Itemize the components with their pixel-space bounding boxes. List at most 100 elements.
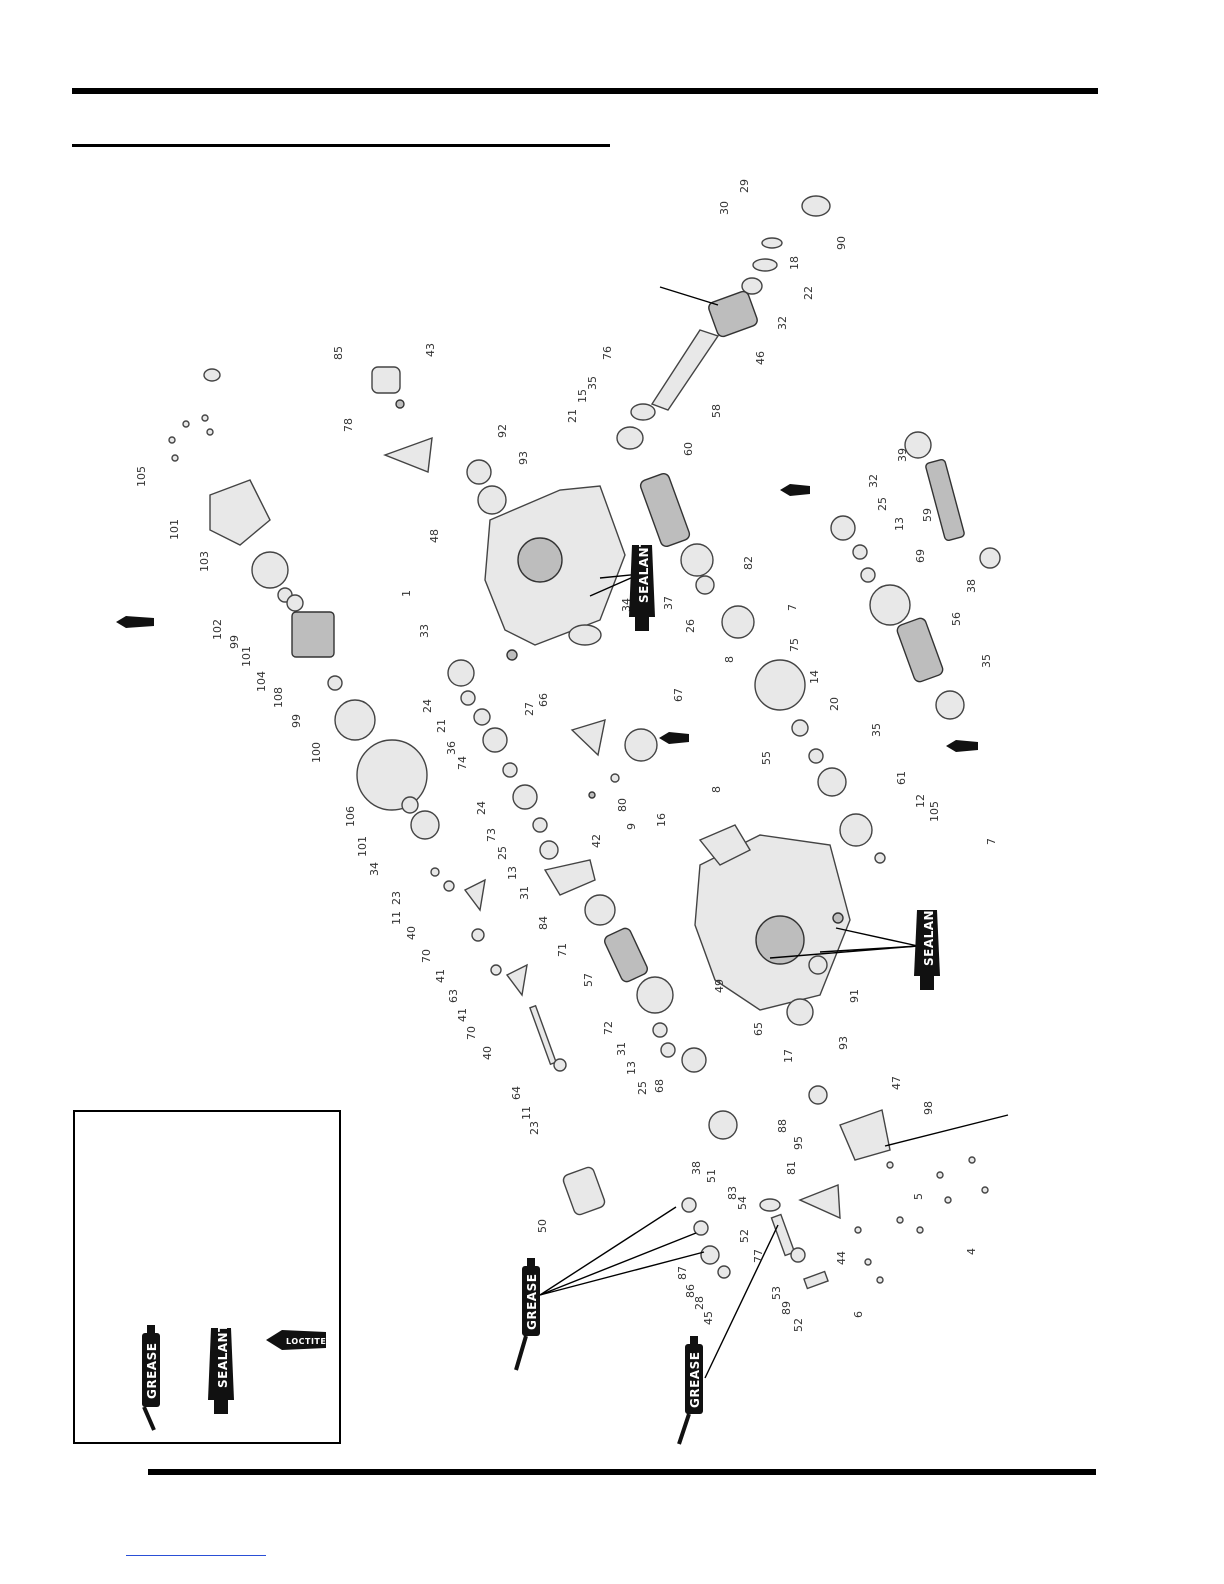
part-64-rail <box>529 1004 557 1066</box>
callout-label: 1 <box>400 590 413 597</box>
callout-label: 56 <box>950 612 963 626</box>
callout-label: 11 <box>520 1106 533 1120</box>
callout-label: 52 <box>738 1229 751 1243</box>
callout-label: 83 <box>726 1186 739 1200</box>
callout-label: 95 <box>792 1136 805 1150</box>
part-68-hub <box>681 1047 707 1073</box>
part-74-gear <box>482 727 508 753</box>
callout-label: 20 <box>828 697 841 711</box>
part-53-gear <box>790 1247 806 1263</box>
loctite-bottle-icon <box>659 732 689 744</box>
callout-label: 4 <box>965 1248 978 1255</box>
callout-label: 33 <box>418 624 431 638</box>
callout-label: 52 <box>792 1318 805 1332</box>
part-104-pinions <box>291 611 335 658</box>
part-6-bolt <box>864 1258 872 1266</box>
part-34-bearing <box>410 810 440 840</box>
part-24-washer <box>502 762 518 778</box>
callout-label: 58 <box>710 404 723 418</box>
part-101-seal <box>286 594 304 612</box>
callout-label: 40 <box>405 926 418 940</box>
part-66-plate <box>570 718 606 757</box>
callout-label: 35 <box>586 376 599 390</box>
callout-label: 85 <box>332 346 345 360</box>
part-99-ring <box>327 675 343 691</box>
part-83-seal <box>693 1220 709 1236</box>
callout-label: 73 <box>485 828 498 842</box>
callout-label: 99 <box>290 714 303 728</box>
pointer-lines <box>539 286 1009 1379</box>
part-100-gear <box>334 699 376 741</box>
part-11-ring <box>553 1058 567 1072</box>
part-58-shaft <box>650 329 720 411</box>
callout-label: 29 <box>738 179 751 193</box>
part-56-shaft <box>896 617 944 683</box>
part-38-bearing <box>979 547 1001 569</box>
callout-label: 45 <box>702 1311 715 1325</box>
callout-label: 89 <box>780 1301 793 1315</box>
part-32-bearing <box>830 515 856 541</box>
callout-label: 66 <box>537 693 550 707</box>
callout-label: 35 <box>980 654 993 668</box>
footer-link-underline[interactable] <box>126 1555 266 1556</box>
hardware-bolts <box>854 1156 989 1284</box>
part-92-bearing <box>466 459 492 485</box>
svg-text:SEALANT: SEALANT <box>216 1323 230 1388</box>
part-33-bearing <box>447 659 475 687</box>
callout-label: 91 <box>848 989 861 1003</box>
callout-label: 39 <box>896 448 909 462</box>
callout-label: 14 <box>808 670 821 684</box>
part-78-bracket <box>383 436 433 473</box>
countershaft-assembly <box>639 472 886 864</box>
part-88-sensor <box>808 1085 828 1105</box>
callout-label: 61 <box>895 771 908 785</box>
front-drive-assembly <box>168 368 440 840</box>
callout-label: 25 <box>496 846 509 860</box>
part-40-fork <box>505 963 528 997</box>
part-93-seal <box>786 998 814 1026</box>
callout-label: 17 <box>782 1049 795 1063</box>
part-26-ring <box>695 575 715 595</box>
callout-label: 8 <box>710 786 723 793</box>
part-20-ring <box>808 748 824 764</box>
callout-label: 25 <box>876 497 889 511</box>
part-81-bracket <box>798 1183 841 1220</box>
callout-label: 55 <box>760 751 773 765</box>
callout-label: 31 <box>518 886 531 900</box>
callout-label: 21 <box>566 409 579 423</box>
callout-label: 59 <box>921 508 934 522</box>
callout-label: 42 <box>590 834 603 848</box>
callout-label: 5 <box>912 1193 925 1200</box>
legend-loctite-icon: LOCTITE <box>266 1330 326 1350</box>
shift-drum-assembly <box>562 1085 891 1290</box>
part-51-ring <box>681 1197 697 1213</box>
svg-text:GREASE: GREASE <box>688 1352 702 1408</box>
callout-label: 15 <box>576 389 589 403</box>
shift-assembly <box>570 718 658 799</box>
callout-label: 84 <box>537 916 550 930</box>
callout-label: 106 <box>344 806 357 827</box>
grease-gun-icon: GREASE <box>514 1258 540 1371</box>
callout-label: 38 <box>965 579 978 593</box>
part-37-bearing <box>680 543 714 577</box>
svg-text:LOCTITE: LOCTITE <box>286 1337 326 1346</box>
shift-rail-assembly <box>430 867 567 1072</box>
callout-label: 76 <box>601 346 614 360</box>
part-6-bolt <box>876 1276 884 1284</box>
callout-label: 93 <box>517 451 530 465</box>
part-42-pin <box>588 791 596 799</box>
callout-label: 93 <box>837 1036 850 1050</box>
part-12-washer <box>874 852 886 864</box>
callout-label: 87 <box>676 1266 689 1280</box>
part-40-fork <box>463 878 486 912</box>
callout-label: 7 <box>985 838 998 845</box>
part-105-bolt <box>206 428 214 436</box>
callout-label: 53 <box>770 1286 783 1300</box>
loctite-bottle-icon <box>780 484 810 496</box>
svg-text:GREASE: GREASE <box>145 1343 159 1399</box>
callout-label: 82 <box>742 556 755 570</box>
part-47-cover <box>839 1109 891 1161</box>
part-28-ring <box>717 1265 731 1279</box>
callout-label: 63 <box>447 989 460 1003</box>
part-57-shaft <box>604 927 648 983</box>
